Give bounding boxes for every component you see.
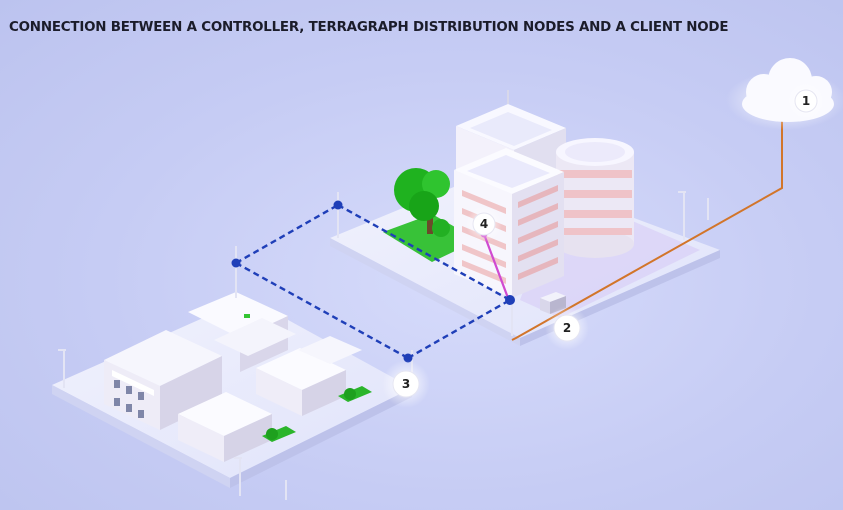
wireless-links: [235, 203, 511, 360]
svg-text:2: 2: [563, 321, 571, 335]
houses: [104, 292, 372, 462]
diagram-title: CONNECTION BETWEEN A CONTROLLER, TERRAGR…: [9, 20, 729, 35]
cloud-icon: [726, 58, 843, 130]
tree: [394, 168, 450, 237]
lamp-posts: [58, 191, 709, 500]
marker-4: 4: [466, 206, 502, 242]
fiber-link: [511, 118, 783, 341]
marker-2: 2: [545, 306, 589, 350]
marker-3: 3: [382, 360, 430, 408]
svg-text:3: 3: [402, 377, 410, 391]
round-building: [556, 138, 634, 258]
client-link: [482, 233, 510, 299]
marker-1: 1: [787, 82, 825, 120]
svg-text:1: 1: [802, 94, 810, 108]
svg-text:4: 4: [480, 217, 488, 231]
